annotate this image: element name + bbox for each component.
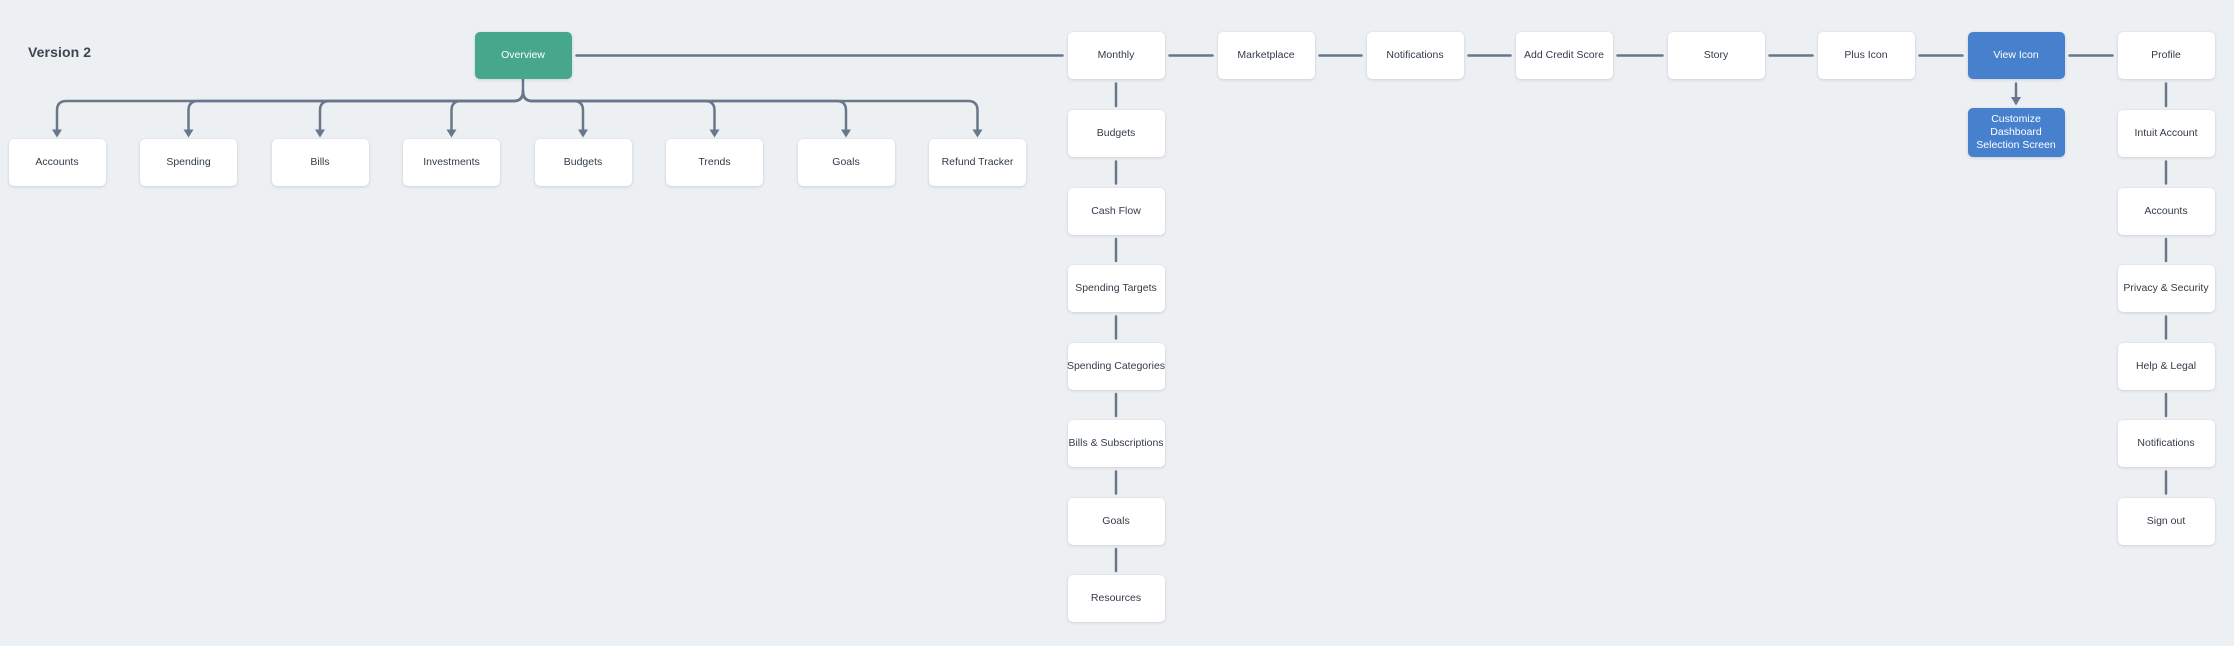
arrowhead-icon	[578, 129, 588, 138]
node-sign-out[interactable]: Sign out	[2117, 497, 2215, 545]
node-intuit-account[interactable]: Intuit Account	[2117, 110, 2215, 157]
connector-path	[450, 90, 525, 131]
diagram-title: Version 2	[28, 44, 92, 60]
connector-path	[521, 90, 979, 131]
arrowhead-icon	[972, 129, 983, 138]
node-label: Monthly	[1097, 49, 1135, 61]
node-label: Goals	[1102, 514, 1130, 527]
connector-path	[55, 90, 525, 131]
node-profile[interactable]: Profile	[2117, 32, 2215, 79]
node-label: Help & Legal	[2135, 359, 2197, 372]
node-label: Bills	[310, 156, 330, 168]
node-resources[interactable]: Resources	[1067, 575, 1165, 622]
arrowhead-icon	[841, 129, 851, 138]
node-label: Story	[1703, 49, 1729, 61]
node-add-credit-score[interactable]: Add Credit Score	[1515, 32, 1613, 79]
node-label: Add Credit Score	[1524, 49, 1604, 61]
node-label: Notifications	[2137, 437, 2195, 449]
node-trends[interactable]: Trends	[666, 139, 763, 186]
node-label: Trends	[698, 156, 731, 168]
node-budgets[interactable]: Budgets	[534, 139, 632, 186]
node-monthly[interactable]: Monthly	[1067, 32, 1165, 79]
arrowhead-icon	[315, 129, 325, 138]
node-label: Marketplace	[1237, 49, 1295, 61]
node-marketplace[interactable]: Marketplace	[1217, 32, 1315, 79]
arrowhead-icon	[446, 129, 457, 138]
node-label: Overview	[501, 49, 545, 61]
node-refund-tracker[interactable]: Refund Tracker	[929, 139, 1026, 186]
arrowhead-icon	[52, 129, 62, 138]
node-monthly-goals[interactable]: Goals	[1067, 497, 1165, 545]
connector-path	[521, 90, 848, 131]
arrowhead-icon	[183, 129, 194, 138]
node-monthly-budgets[interactable]: Budgets	[1067, 110, 1165, 157]
node-cash-flow[interactable]: Cash Flow	[1067, 187, 1165, 235]
node-label: Cash Flow	[1091, 204, 1141, 217]
node-label: Resources	[1090, 592, 1142, 604]
node-profile-accounts[interactable]: Accounts	[2117, 187, 2215, 235]
node-label: Profile	[2151, 49, 2181, 61]
node-story[interactable]: Story	[1667, 32, 1765, 79]
node-label: Intuit Account	[2134, 127, 2198, 139]
node-label: Spending	[166, 156, 211, 168]
node-profile-notifications[interactable]: Notifications	[2117, 420, 2215, 467]
node-spending-categories[interactable]: Spending Categories	[1066, 342, 1166, 390]
node-label: Budgets	[1096, 127, 1136, 139]
node-bills[interactable]: Bills	[271, 139, 369, 186]
node-label: Refund Tracker	[941, 156, 1014, 168]
connector-path	[521, 90, 716, 131]
node-label: Goals	[832, 156, 860, 168]
node-label: Plus Icon	[1844, 49, 1888, 61]
node-label: Accounts	[35, 156, 79, 168]
node-label: Notifications	[1386, 49, 1444, 61]
node-overview[interactable]: Overview	[474, 32, 572, 79]
node-label: Bills & Subscriptions	[1068, 437, 1164, 449]
arrowhead-icon	[2011, 97, 2021, 106]
node-label: View Icon	[1993, 49, 2039, 61]
node-label: Spending Targets	[1075, 282, 1157, 294]
node-plus-icon[interactable]: Plus Icon	[1817, 32, 1915, 79]
connector-path	[521, 90, 585, 131]
node-notifications[interactable]: Notifications	[1366, 32, 1464, 79]
node-view-icon[interactable]: View Icon	[1967, 32, 2065, 79]
node-label: Accounts	[2144, 204, 2188, 217]
arrowhead-icon	[709, 129, 720, 138]
connector-path	[318, 90, 525, 131]
node-label: Investments	[423, 156, 480, 168]
node-goals[interactable]: Goals	[797, 139, 895, 186]
node-bills-subscriptions[interactable]: Bills & Subscriptions	[1067, 420, 1165, 467]
node-investments[interactable]: Investments	[403, 139, 500, 186]
node-label: Sign out	[2146, 514, 2186, 527]
connector-path	[187, 90, 525, 131]
node-spending[interactable]: Spending	[140, 139, 237, 186]
node-help-legal[interactable]: Help & Legal	[2117, 342, 2215, 390]
node-spending-targets[interactable]: Spending Targets	[1067, 265, 1165, 312]
node-label: Spending Categories	[1066, 359, 1166, 372]
node-label: Customize Dashboard Selection Screen	[1976, 113, 2056, 151]
node-privacy-security[interactable]: Privacy & Security	[2117, 265, 2215, 312]
node-label: Budgets	[563, 156, 603, 168]
node-accounts[interactable]: Accounts	[8, 139, 106, 186]
node-label: Privacy & Security	[2123, 282, 2209, 294]
node-customize-dashboard[interactable]: Customize Dashboard Selection Screen	[1967, 108, 2065, 157]
